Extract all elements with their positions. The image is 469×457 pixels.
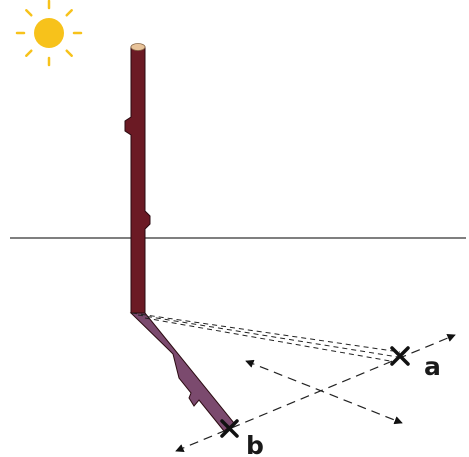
stick-tip bbox=[130, 43, 146, 51]
cross-marker-icon bbox=[220, 419, 239, 438]
sight-lines bbox=[131, 312, 401, 363]
arrow-line-a-b bbox=[175, 334, 456, 452]
stick-above-water bbox=[124, 43, 151, 314]
sun-icon bbox=[15, 0, 83, 67]
cross-marker-icon bbox=[390, 346, 410, 366]
point-label-b: b bbox=[246, 431, 264, 457]
arrow-line-crossing bbox=[245, 359, 403, 425]
point-label-a: a bbox=[424, 352, 441, 381]
